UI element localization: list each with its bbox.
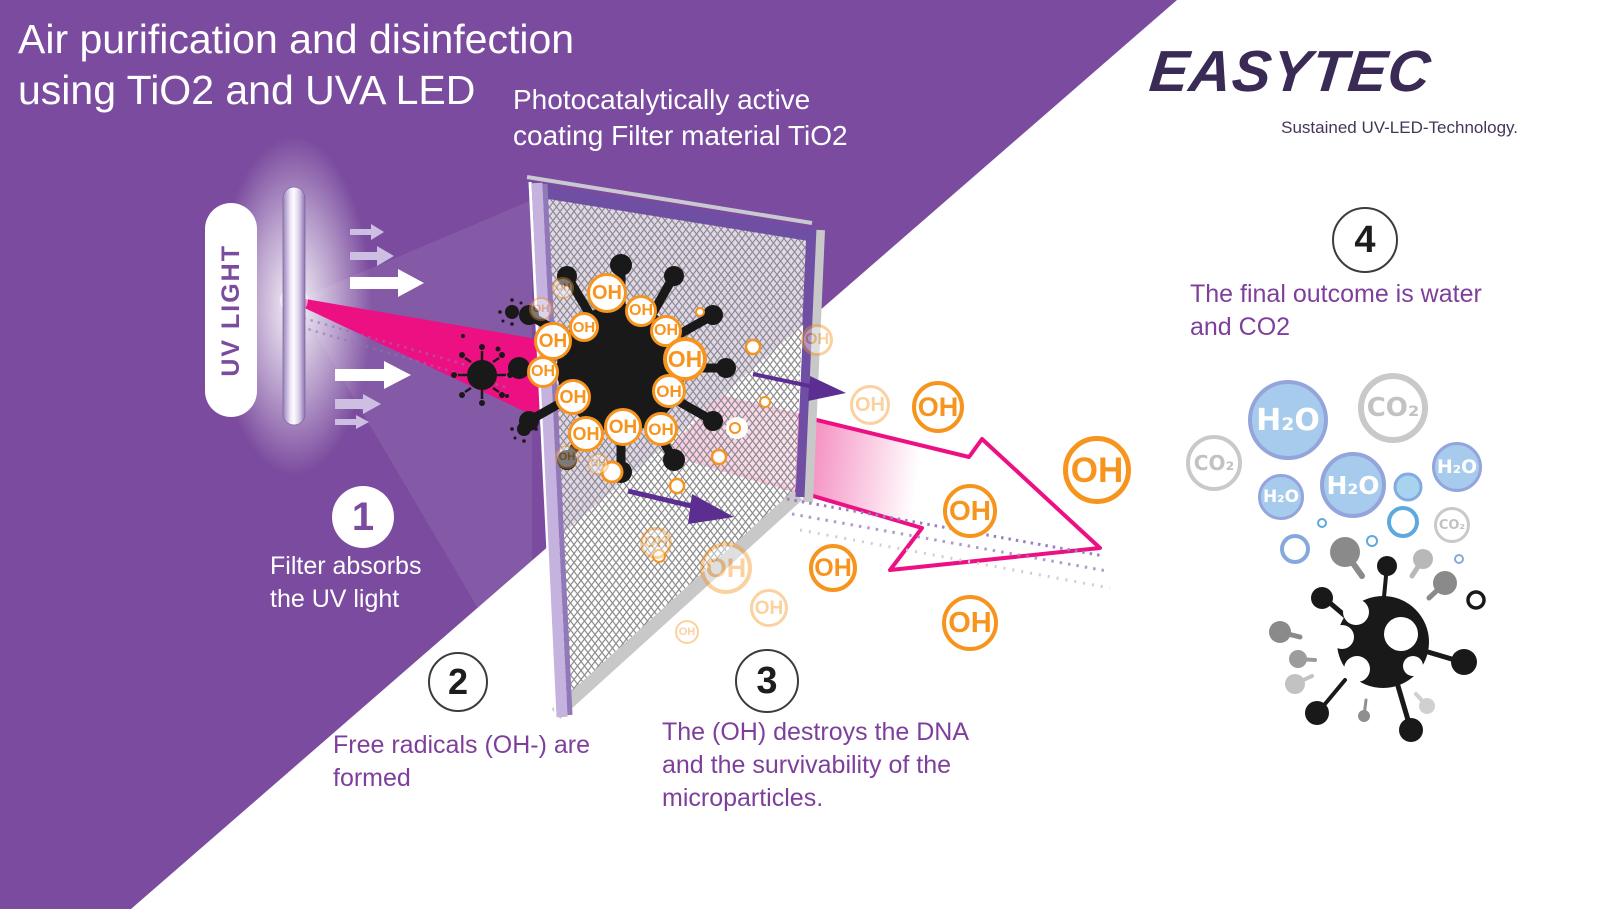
oh-radical: OH bbox=[644, 412, 678, 446]
oh-radical: OH bbox=[529, 297, 553, 321]
oh-radical: OH bbox=[850, 385, 890, 425]
easytec-logo: EASYTEC bbox=[1146, 39, 1435, 104]
oh-radical: OH bbox=[650, 315, 682, 347]
uv-light-pill: UV LIGHT bbox=[205, 203, 257, 417]
oh-radical: OH bbox=[675, 620, 699, 644]
oh-radical: OH bbox=[801, 324, 833, 356]
oh-radical: OH bbox=[587, 453, 609, 475]
oh-radical: OH bbox=[555, 445, 579, 469]
small-virus-particles bbox=[451, 298, 538, 443]
oh-radical: OH bbox=[569, 312, 599, 342]
airflow-arrows bbox=[335, 224, 424, 429]
oh-radical: OH bbox=[555, 379, 591, 415]
oh-radical: OH bbox=[568, 416, 604, 452]
page-title: Air purification and disinfection using … bbox=[18, 16, 575, 113]
oh-radical: OH bbox=[652, 374, 686, 408]
oh-radical: OH bbox=[640, 527, 672, 559]
destroyed-virus bbox=[1269, 537, 1486, 742]
h2o-bubble: H₂O bbox=[1320, 452, 1386, 518]
uv-beam bbox=[294, 297, 560, 428]
co2-bubble: CO₂ bbox=[1186, 435, 1242, 491]
oh-radical: OH bbox=[663, 337, 707, 381]
step-2-badge: 2 bbox=[428, 652, 488, 712]
arrow-dotted-trail bbox=[786, 497, 1111, 590]
oh-radical: OH bbox=[943, 484, 997, 538]
oh-radical: OH bbox=[625, 295, 657, 327]
h2o-bubble: H₂O bbox=[1248, 380, 1328, 460]
oh-radical: OH bbox=[587, 273, 627, 313]
reaction-arrows bbox=[627, 372, 846, 524]
step-3-badge: 3 bbox=[735, 649, 799, 713]
oh-radical: OH bbox=[552, 277, 574, 299]
oh-radical: OH bbox=[942, 595, 998, 651]
logo-tagline: Sustained UV-LED-Technology. bbox=[1281, 118, 1518, 137]
step-2-caption: Free radicals (OH-) are formed bbox=[333, 731, 590, 792]
step-3-caption: The (OH) destroys the DNA and the surviv… bbox=[662, 718, 968, 812]
step-4-badge: 4 bbox=[1332, 207, 1398, 273]
uv-led-tube bbox=[282, 186, 306, 426]
oh-radical: OH bbox=[912, 381, 964, 433]
oh-radical: OH bbox=[1063, 436, 1131, 504]
oh-radical: OH bbox=[700, 542, 752, 594]
co2-bubble: CO₂ bbox=[1358, 373, 1428, 443]
bubble-decorations bbox=[1280, 472, 1464, 564]
h2o-bubble: H₂O bbox=[1432, 442, 1482, 492]
step-1-badge: 1 bbox=[332, 486, 394, 548]
oh-radical: OH bbox=[527, 356, 559, 388]
h2o-bubble: H₂O bbox=[1258, 474, 1304, 520]
co2-bubble: CO₂ bbox=[1434, 507, 1470, 543]
oh-radical: OH bbox=[534, 322, 572, 360]
oh-radical: OH bbox=[750, 589, 788, 627]
uv-light-label: UV LIGHT bbox=[216, 243, 245, 377]
filter-material-label: Photocatalytically active coating Filter… bbox=[513, 84, 848, 151]
oh-radical: OH bbox=[604, 408, 642, 446]
step-4-caption: The final outcome is water and CO2 bbox=[1190, 280, 1482, 341]
step-1-caption: Filter absorbs the UV light bbox=[270, 552, 422, 613]
oh-radical: OH bbox=[809, 544, 857, 592]
